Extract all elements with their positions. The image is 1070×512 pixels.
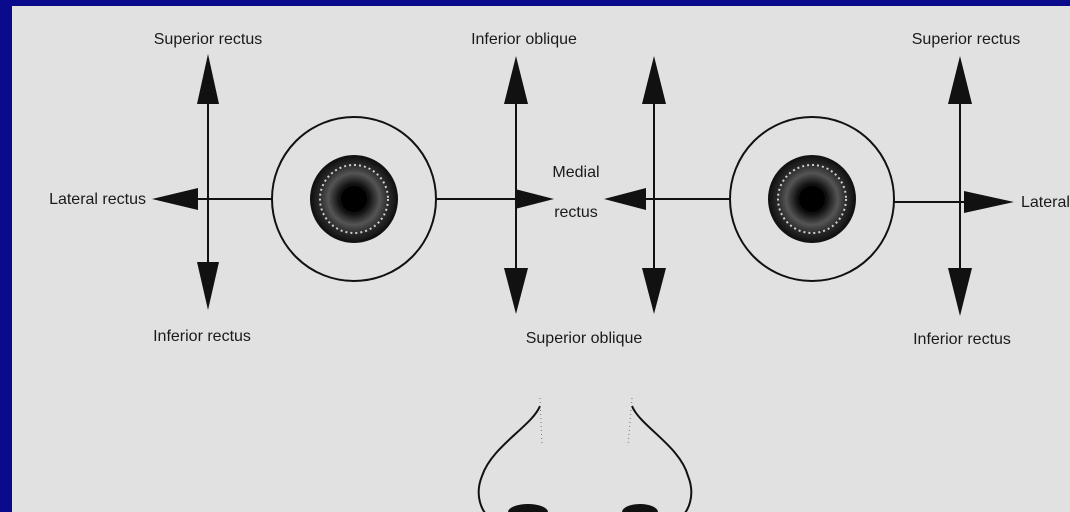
right-inferior-rectus-arrow — [948, 268, 972, 316]
left-superior-rectus-arrow — [197, 54, 219, 104]
left-superior-rectus-label: Superior rectus — [154, 31, 263, 48]
right-inferior-rectus-label: Inferior rectus — [913, 331, 1011, 348]
nose-bridge-shading — [540, 398, 632, 446]
right-lateral-rectus-label: Lateral — [1021, 194, 1070, 211]
superior-oblique-arrow-left — [504, 268, 528, 314]
medial-rectus-label-line2: rectus — [554, 204, 598, 221]
left-pupil — [341, 186, 367, 212]
right-lateral-rectus-arrow — [964, 191, 1014, 213]
extraocular-muscles-diagram: Superior rectus Inferior rectus Lateral … — [12, 6, 1070, 512]
left-lateral-rectus-label: Lateral rectus — [49, 191, 146, 208]
right-medial-rectus-arrow — [604, 188, 646, 210]
nose-left-wing — [479, 406, 540, 512]
inferior-oblique-label: Inferior oblique — [471, 31, 577, 48]
inferior-oblique-arrow-right — [642, 56, 666, 104]
diagram-frame: Superior rectus Inferior rectus Lateral … — [12, 6, 1070, 512]
left-inferior-rectus-label: Inferior rectus — [153, 328, 251, 345]
right-nostril — [622, 504, 658, 512]
left-medial-rectus-arrow — [515, 189, 554, 209]
nose-right-wing — [632, 406, 691, 512]
nose-drawing — [479, 398, 692, 512]
left-lateral-rectus-arrow — [152, 188, 198, 210]
left-nostril — [508, 504, 548, 512]
inferior-oblique-arrow-left — [504, 56, 528, 104]
right-superior-rectus-arrow — [948, 56, 972, 104]
right-superior-rectus-label: Superior rectus — [912, 31, 1021, 48]
right-pupil — [799, 186, 825, 212]
superior-oblique-label: Superior oblique — [526, 330, 643, 347]
superior-oblique-arrow-right — [642, 268, 666, 314]
right-eye-group — [604, 56, 1014, 316]
medial-rectus-label-line1: Medial — [552, 164, 599, 181]
left-eye-group — [152, 54, 554, 314]
left-inferior-rectus-arrow — [197, 262, 219, 310]
